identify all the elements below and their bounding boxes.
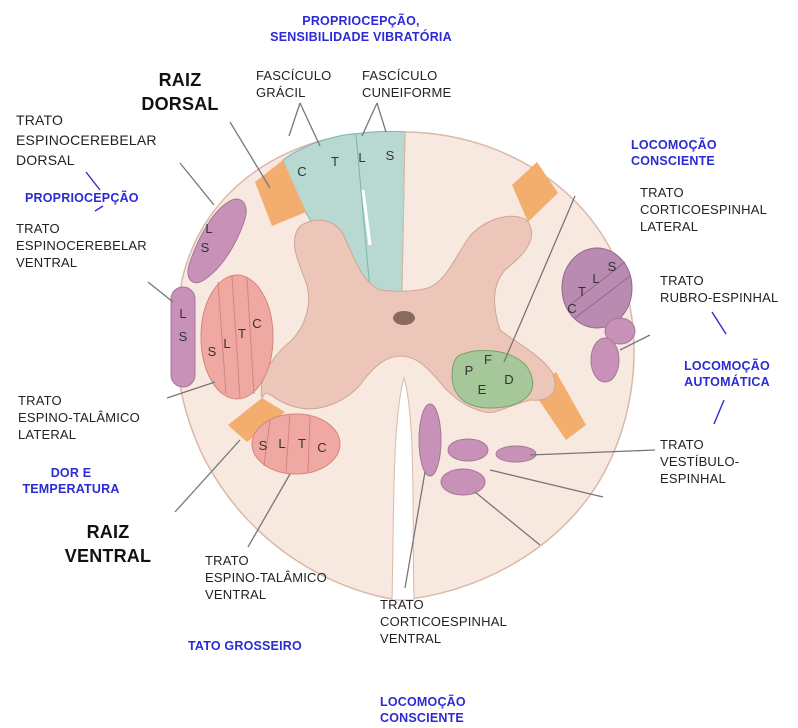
label-locomocao-consciente-top-line-1: LOCOMOÇÃO — [631, 137, 717, 153]
espino-talamico-ventral-letter-c: C — [317, 440, 326, 455]
label-fasciculo-gracil: FASCÍCULO GRÁCIL — [256, 67, 331, 101]
vestibulo-espinhal-area — [448, 439, 488, 461]
label-trato-corticoespinhal-ventral-line-1: TRATO — [380, 596, 507, 613]
gracil-letter-t: T — [331, 154, 339, 169]
leader-espinocerebelar-dorsal — [180, 163, 214, 205]
blue-connector-locomocao-automatica-bottom — [714, 400, 724, 424]
motor-nucleus-letter-p: P — [465, 363, 474, 378]
corticoespinhal-ventral-area — [419, 404, 441, 476]
espino-talamico-ventral-letter-l: L — [278, 436, 285, 451]
rubro-espinhal-area-2 — [591, 338, 619, 382]
label-trato-espinocerebelar-ventral: TRATO ESPINOCEREBELAR VENTRAL — [16, 220, 147, 271]
label-locomocao-automatica-line-2: AUTOMÁTICA — [672, 374, 782, 390]
label-trato-vestibulo-espinhal-line-3: ESPINHAL — [660, 470, 739, 487]
label-fasciculo-cuneiforme-line-2: CUNEIFORME — [362, 84, 451, 101]
leader-espinocerebelar-ventral — [148, 282, 173, 302]
cuneiforme-letter-l: L — [358, 150, 365, 165]
label-trato-espinocerebelar-dorsal-line-1: TRATO — [16, 110, 157, 130]
espino-talamico-lateral-letter-t: T — [238, 326, 246, 341]
label-trato-corticoespinhal-lateral-line-2: CORTICOESPINHAL — [640, 201, 767, 218]
label-trato-espino-talamico-ventral-line-2: ESPINO-TALÂMICO — [205, 569, 327, 586]
label-fasciculo-cuneiforme: FASCÍCULO CUNEIFORME — [362, 67, 451, 101]
espino-talamico-lateral-area — [201, 275, 273, 399]
corticoespinhal-lateral-letter-l: L — [592, 271, 599, 286]
espino-talamico-ventral-letter-s: S — [259, 438, 268, 453]
label-dor-temperatura: DOR E TEMPERATURA — [15, 465, 127, 497]
label-trato-espino-talamico-lateral-line-1: TRATO — [18, 392, 140, 409]
motor-nucleus-letter-d: D — [504, 372, 513, 387]
label-trato-corticoespinhal-ventral-line-3: VENTRAL — [380, 630, 507, 647]
label-trato-espinocerebelar-ventral-line-1: TRATO — [16, 220, 147, 237]
espino-talamico-lateral-letter-c: C — [252, 316, 261, 331]
corticoespinhal-lateral-letter-s: S — [608, 259, 617, 274]
espinocerebelar-ventral-letter-l: L — [179, 306, 186, 321]
label-fasciculo-gracil-line-2: GRÁCIL — [256, 84, 331, 101]
label-locomocao-automatica: LOCOMOÇÃO AUTOMÁTICA — [672, 358, 782, 390]
label-locomocao-consciente-bottom-line-2: CONSCIENTE — [380, 710, 466, 726]
gracil-letter-c: C — [297, 164, 306, 179]
leader-gracil — [289, 103, 320, 146]
label-trato-espino-talamico-lateral-line-3: LATERAL — [18, 426, 140, 443]
label-propriocepcao-line-2: SENSIBILIDADE VIBRATÓRIA — [246, 29, 476, 45]
motor-nucleus-letter-f: F — [484, 352, 492, 367]
label-trato-espino-talamico-ventral: TRATO ESPINO-TALÂMICO VENTRAL — [205, 552, 327, 603]
label-trato-rubro-espinhal: TRATO RUBRO-ESPINHAL — [660, 272, 778, 306]
label-trato-corticoespinhal-ventral-line-2: CORTICOESPINHAL — [380, 613, 507, 630]
cuneiforme-letter-s: S — [386, 148, 395, 163]
label-trato-espinocerebelar-dorsal-line-2: ESPINOCEREBELAR — [16, 130, 157, 150]
label-tato-grosseiro: TATO GROSSEIRO — [188, 638, 302, 654]
blue-connector-locomocao-automatica-top — [712, 312, 726, 334]
label-trato-espinocerebelar-dorsal: TRATO ESPINOCEREBELAR DORSAL — [16, 110, 157, 170]
central-canal — [393, 311, 415, 325]
corticoespinhal-lateral-letter-t: T — [578, 284, 586, 299]
espinocerebelar-ventral-letter-s: S — [179, 329, 188, 344]
label-trato-corticoespinhal-lateral-line-3: LATERAL — [640, 218, 767, 235]
label-propriocepcao-left: PROPRIOCEPÇÃO — [25, 190, 139, 206]
label-trato-corticoespinhal-lateral-line-1: TRATO — [640, 184, 767, 201]
label-trato-rubro-espinhal-line-1: TRATO — [660, 272, 778, 289]
label-fasciculo-gracil-line-1: FASCÍCULO — [256, 67, 331, 84]
label-trato-corticoespinhal-ventral: TRATO CORTICOESPINHAL VENTRAL — [380, 596, 507, 647]
label-trato-vestibulo-espinhal: TRATO VESTÍBULO- ESPINHAL — [660, 436, 739, 487]
label-propriocepcao-sensibilidade: PROPRIOCEPÇÃO, SENSIBILIDADE VIBRATÓRIA — [246, 13, 476, 45]
label-trato-espino-talamico-ventral-line-3: VENTRAL — [205, 586, 327, 603]
label-raiz-ventral-line-1: RAIZ — [58, 520, 158, 544]
label-trato-espinocerebelar-ventral-line-2: ESPINOCEREBELAR — [16, 237, 147, 254]
ventral-tract-area-3 — [441, 469, 485, 495]
label-trato-espinocerebelar-dorsal-line-3: DORSAL — [16, 150, 157, 170]
label-locomocao-automatica-line-1: LOCOMOÇÃO — [672, 358, 782, 374]
label-trato-espino-talamico-lateral: TRATO ESPINO-TALÂMICO LATERAL — [18, 392, 140, 443]
label-trato-rubro-espinhal-line-2: RUBRO-ESPINHAL — [660, 289, 778, 306]
label-trato-espino-talamico-lateral-line-2: ESPINO-TALÂMICO — [18, 409, 140, 426]
label-trato-espinocerebelar-ventral-line-3: VENTRAL — [16, 254, 147, 271]
label-trato-vestibulo-espinhal-line-1: TRATO — [660, 436, 739, 453]
label-dor-temperatura-line-2: TEMPERATURA — [15, 481, 127, 497]
label-dor-temperatura-line-1: DOR E — [15, 465, 127, 481]
label-locomocao-consciente-bottom-line-1: LOCOMOÇÃO — [380, 694, 466, 710]
espino-talamico-ventral-letter-t: T — [298, 436, 306, 451]
label-raiz-dorsal: RAIZ DORSAL — [135, 68, 225, 116]
label-fasciculo-cuneiforme-line-1: FASCÍCULO — [362, 67, 451, 84]
espino-talamico-lateral-letter-s: S — [208, 344, 217, 359]
label-trato-corticoespinhal-lateral: TRATO CORTICOESPINHAL LATERAL — [640, 184, 767, 235]
espinocerebelar-dorsal-letter-l: L — [205, 221, 212, 236]
label-trato-vestibulo-espinhal-line-2: VESTÍBULO- — [660, 453, 739, 470]
label-locomocao-consciente-bottom: LOCOMOÇÃO CONSCIENTE — [380, 694, 466, 726]
vestibulo-espinhal-area-2 — [496, 446, 536, 462]
label-trato-espino-talamico-ventral-line-1: TRATO — [205, 552, 327, 569]
label-raiz-dorsal-line-1: RAIZ — [135, 68, 225, 92]
motor-nucleus-letter-e: E — [478, 382, 487, 397]
espinocerebelar-dorsal-letter-s: S — [201, 240, 210, 255]
label-propriocepcao-line-1: PROPRIOCEPÇÃO, — [246, 13, 476, 29]
label-locomocao-consciente-top-line-2: CONSCIENTE — [631, 153, 717, 169]
espino-talamico-lateral-letter-l: L — [223, 336, 230, 351]
label-raiz-ventral-line-2: VENTRAL — [58, 544, 158, 568]
label-raiz-ventral: RAIZ VENTRAL — [58, 520, 158, 568]
corticoespinhal-lateral-area — [562, 248, 632, 328]
corticoespinhal-lateral-letter-c: C — [567, 301, 576, 316]
label-locomocao-consciente-top: LOCOMOÇÃO CONSCIENTE — [631, 137, 717, 169]
